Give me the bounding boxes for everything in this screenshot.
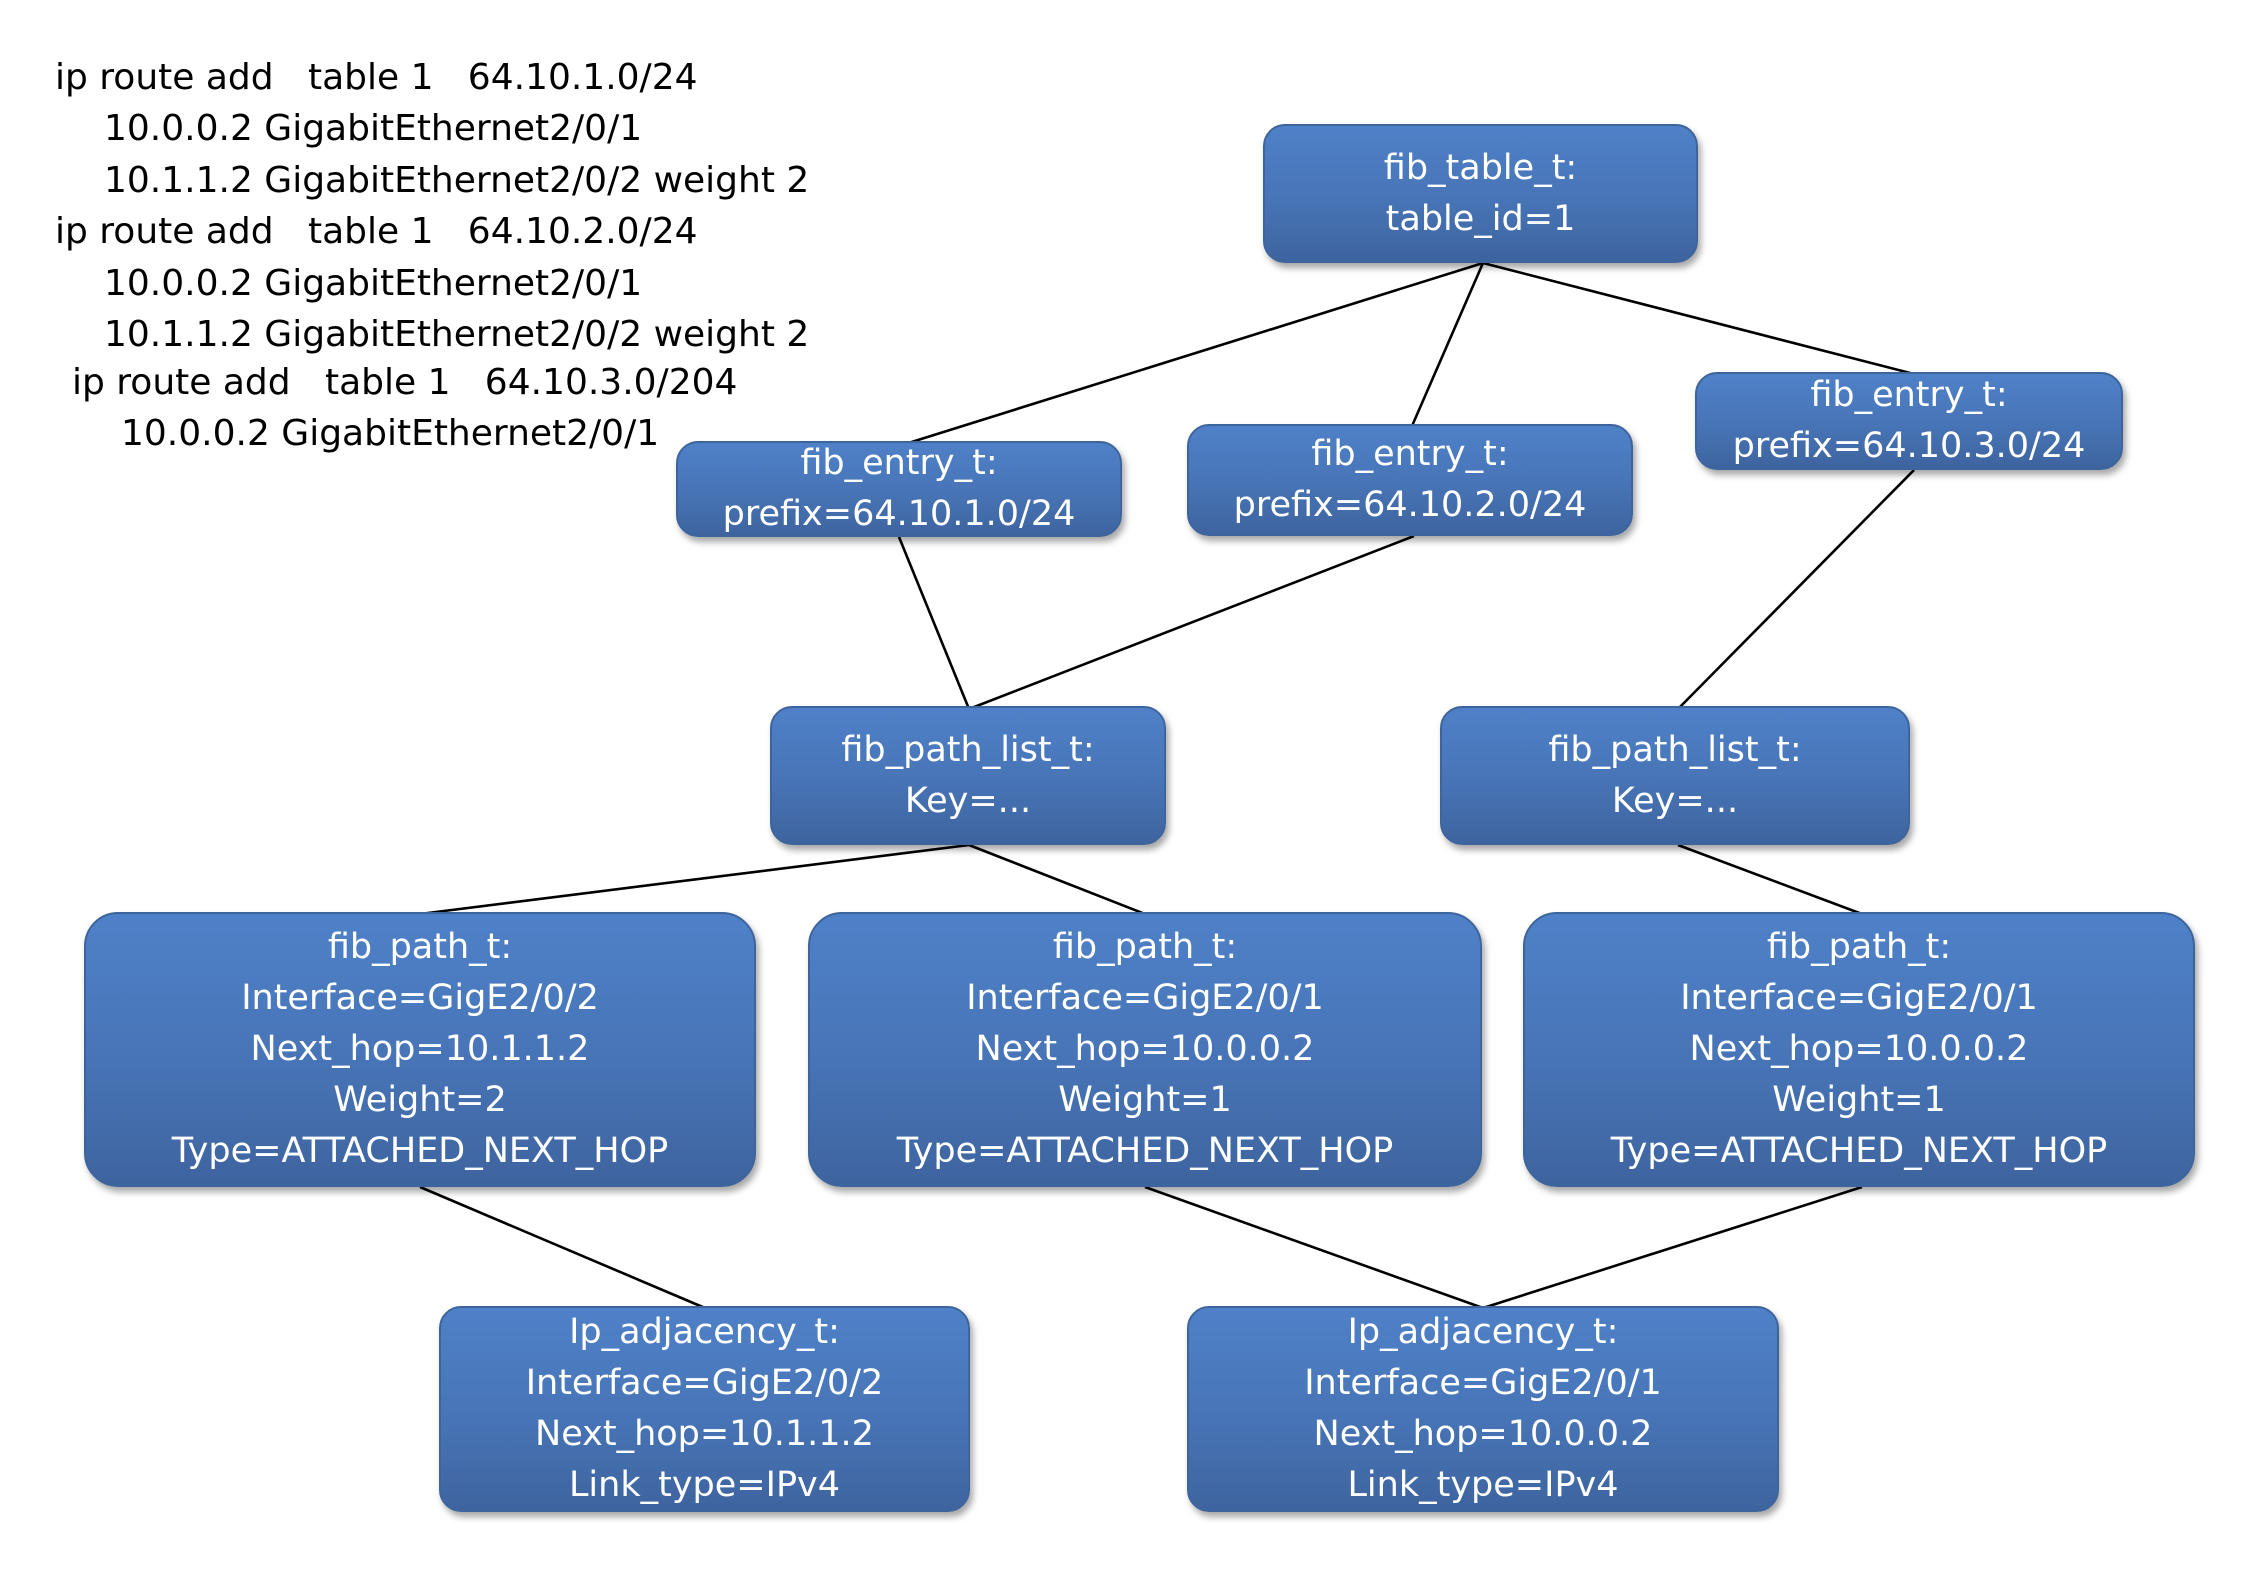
node-field: Next_hop=10.1.1.2 <box>535 1414 874 1454</box>
command-line: ip route add table 1 64.10.1.0/24 <box>55 57 698 98</box>
edge-table-entry-1 <box>901 261 1484 447</box>
node-field: Next_hop=10.1.1.2 <box>250 1029 590 1069</box>
fib-path-node-1: fib_path_t: Interface=GigE2/0/2 Next_hop… <box>84 912 756 1187</box>
node-field: Next_hop=10.0.0.2 <box>975 1029 1315 1069</box>
command-line: 10.0.0.2 GigabitEthernet2/0/1 <box>104 108 643 149</box>
node-field: Interface=GigE2/0/2 <box>241 978 599 1018</box>
node-field: Link_type=IPv4 <box>1347 1465 1619 1505</box>
fib-table-node: fib_table_t: table_id=1 <box>1263 124 1698 263</box>
node-title: Ip_adjacency_t: <box>1347 1312 1619 1352</box>
edge-table-entry-2 <box>1410 262 1485 427</box>
command-line: 10.1.1.2 GigabitEthernet2/0/2 weight 2 <box>104 160 810 201</box>
node-title: fib_path_t: <box>1766 927 1952 967</box>
node-field: Key=... <box>904 780 1032 821</box>
edge-path-3-adjacency-2 <box>1482 1185 1863 1310</box>
node-field: prefix=64.10.2.0/24 <box>1233 485 1587 525</box>
node-title: fib_path_list_t: <box>841 729 1095 770</box>
fib-path-list-node-2: fib_path_list_t: Key=... <box>1440 706 1910 845</box>
node-field: Weight=2 <box>333 1080 507 1120</box>
node-field: Type=ATTACHED_NEXT_HOP <box>171 1131 669 1171</box>
command-line: 10.1.1.2 GigabitEthernet2/0/2 weight 2 <box>104 314 810 355</box>
node-field: Type=ATTACHED_NEXT_HOP <box>896 1131 1394 1171</box>
edge-pathlist-1-path-2 <box>968 843 1146 916</box>
command-line: ip route add table 1 64.10.3.0/204 <box>72 362 738 403</box>
edge-table-entry-3 <box>1482 261 1915 376</box>
ip-adjacency-node-2: Ip_adjacency_t: Interface=GigE2/0/1 Next… <box>1187 1306 1779 1512</box>
node-title: fib_table_t: <box>1383 147 1578 188</box>
edge-path-2-adjacency-2 <box>1144 1185 1484 1310</box>
fib-entry-node-3: fib_entry_t: prefix=64.10.3.0/24 <box>1695 372 2123 470</box>
node-title: fib_path_list_t: <box>1548 729 1802 770</box>
node-field: Type=ATTACHED_NEXT_HOP <box>1610 1131 2108 1171</box>
node-field: Interface=GigE2/0/2 <box>525 1363 884 1403</box>
command-line: 10.0.0.2 GigabitEthernet2/0/1 <box>121 413 660 454</box>
node-field: Next_hop=10.0.0.2 <box>1689 1029 2029 1069</box>
node-title: Ip_adjacency_t: <box>569 1312 840 1352</box>
node-field: Weight=1 <box>1772 1080 1946 1120</box>
node-field: prefix=64.10.1.0/24 <box>722 494 1076 534</box>
node-field: prefix=64.10.3.0/24 <box>1732 426 2086 466</box>
fib-path-list-node-1: fib_path_list_t: Key=... <box>770 706 1166 845</box>
edge-entry-3-pathlist-2 <box>1677 469 1915 710</box>
fib-entry-node-2: fib_entry_t: prefix=64.10.2.0/24 <box>1187 424 1633 536</box>
edge-pathlist-2-path-3 <box>1677 843 1863 916</box>
node-field: Interface=GigE2/0/1 <box>966 978 1324 1018</box>
node-field: Next_hop=10.0.0.2 <box>1313 1414 1653 1454</box>
fib-path-node-3: fib_path_t: Interface=GigE2/0/1 Next_hop… <box>1523 912 2195 1187</box>
node-title: fib_entry_t: <box>800 443 998 483</box>
node-field: Weight=1 <box>1058 1080 1232 1120</box>
fib-entry-node-1: fib_entry_t: prefix=64.10.1.0/24 <box>676 441 1122 537</box>
node-title: fib_path_t: <box>1052 927 1238 967</box>
node-field: Interface=GigE2/0/1 <box>1680 978 2038 1018</box>
node-field: Link_type=IPv4 <box>568 1465 841 1505</box>
fib-path-node-2: fib_path_t: Interface=GigE2/0/1 Next_hop… <box>808 912 1482 1187</box>
node-title: fib_entry_t: <box>1810 375 2008 415</box>
edge-path-1-adjacency-1 <box>419 1185 706 1310</box>
command-line: 10.0.0.2 GigabitEthernet2/0/1 <box>104 263 643 304</box>
node-title: fib_entry_t: <box>1311 434 1509 474</box>
edge-entry-2-pathlist-1 <box>968 534 1415 711</box>
node-title: fib_path_t: <box>327 927 513 967</box>
edge-pathlist-1-path-1 <box>419 843 970 916</box>
node-field: Key=... <box>1611 780 1739 821</box>
node-field: table_id=1 <box>1385 198 1576 239</box>
node-field: Interface=GigE2/0/1 <box>1304 1363 1662 1403</box>
edge-entry-1-pathlist-1 <box>897 536 971 710</box>
ip-adjacency-node-1: Ip_adjacency_t: Interface=GigE2/0/2 Next… <box>439 1306 970 1512</box>
command-line: ip route add table 1 64.10.2.0/24 <box>55 211 698 252</box>
